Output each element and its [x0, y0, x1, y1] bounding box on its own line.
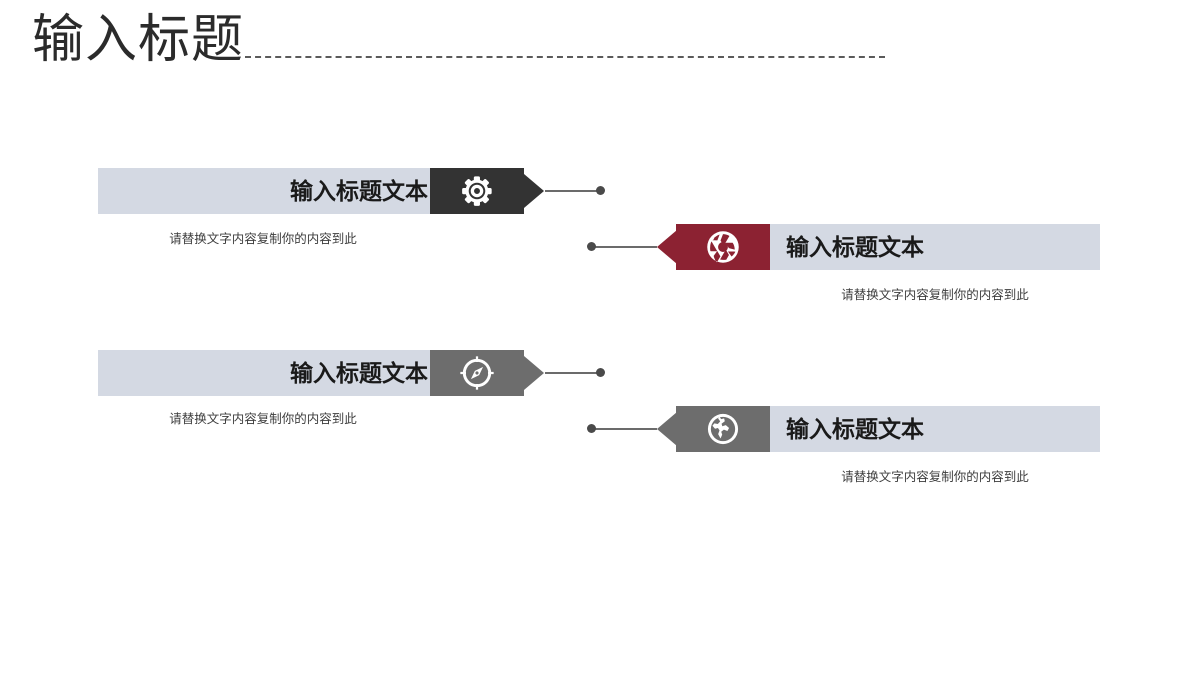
title-divider — [245, 56, 885, 58]
item-2-connector-dot — [587, 242, 596, 251]
item-4-arrow-tip — [657, 412, 677, 446]
item-1-icon-block[interactable] — [430, 168, 524, 214]
item-4-connector-dot — [587, 424, 596, 433]
item-3-connector-dot — [596, 368, 605, 377]
aperture-icon — [705, 229, 741, 265]
item-4-title: 输入标题文本 — [786, 416, 924, 442]
item-2-connector-line — [595, 246, 657, 248]
item-1-connector-line — [545, 190, 600, 192]
gear-icon — [460, 174, 494, 208]
item-4-subtitle: 请替换文字内容复制你的内容到此 — [841, 470, 1029, 484]
item-2-bar[interactable] — [770, 224, 1100, 270]
item-1-connector-dot — [596, 186, 605, 195]
item-3-icon-block[interactable] — [430, 350, 524, 396]
item-2-subtitle: 请替换文字内容复制你的内容到此 — [841, 288, 1029, 302]
item-3-bar[interactable] — [98, 350, 430, 396]
item-3-arrow-tip — [524, 356, 544, 390]
item-3-connector-line — [545, 372, 600, 374]
item-2-arrow-tip — [657, 230, 677, 264]
item-2-title: 输入标题文本 — [786, 234, 924, 260]
item-3-subtitle: 请替换文字内容复制你的内容到此 — [169, 412, 357, 426]
item-2-icon-block[interactable] — [676, 224, 770, 270]
item-1-subtitle: 请替换文字内容复制你的内容到此 — [169, 232, 357, 246]
item-4-icon-block[interactable] — [676, 406, 770, 452]
item-3-title: 输入标题文本 — [290, 360, 428, 386]
page-title: 输入标题 — [32, 12, 245, 69]
compass-icon — [459, 355, 495, 391]
item-1-title: 输入标题文本 — [290, 178, 428, 204]
globe-icon — [705, 411, 741, 447]
item-4-bar[interactable] — [770, 406, 1100, 452]
item-1-bar[interactable] — [98, 168, 430, 214]
item-4-connector-line — [595, 428, 657, 430]
item-1-arrow-tip — [524, 174, 544, 208]
